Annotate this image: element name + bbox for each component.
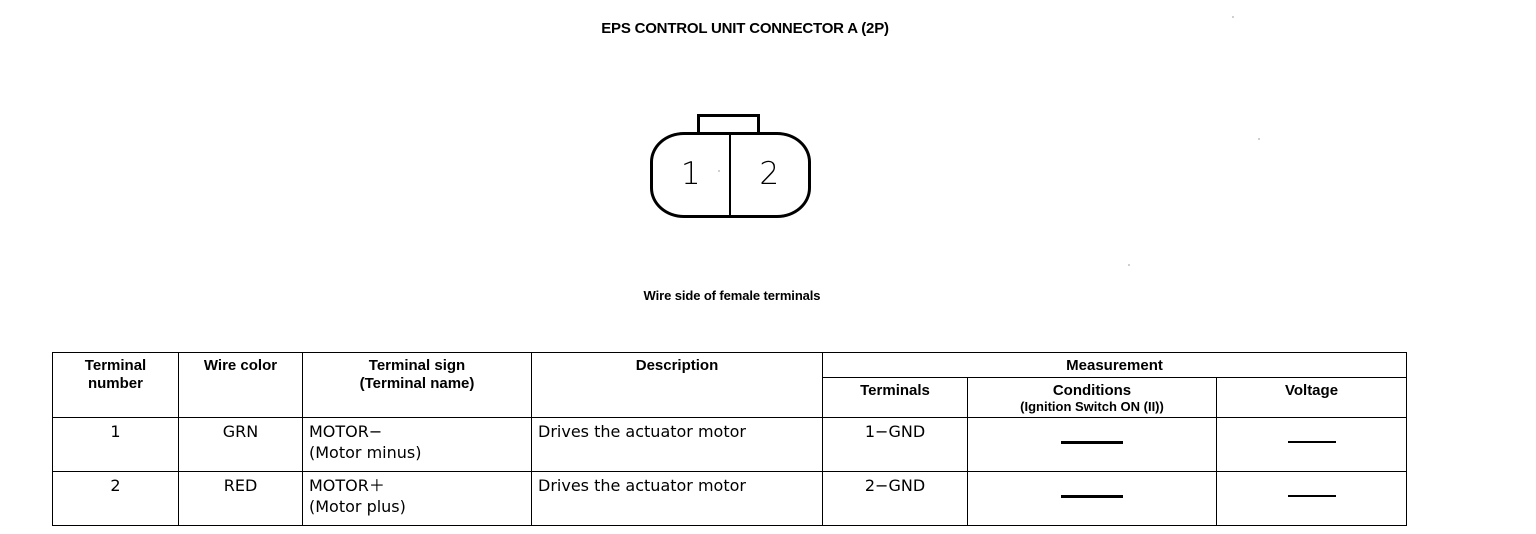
header-terminal-sign: Terminal sign (Terminal name) [302,352,532,418]
cell-wire-color: GRN [178,416,303,472]
cell-conditions [967,416,1217,472]
cell-terminal-number: 1 [52,416,179,472]
table-header-row-1: Terminal number Wire color Terminal sign… [52,352,1408,418]
cell-terminal-sign: MOTOR＋ (Motor plus) [302,470,532,526]
table-row: 1 GRN MOTOR− (Motor minus) Drives the ac… [52,416,1408,472]
header-terminal-number-line2: number [87,374,143,392]
header-voltage: Voltage [1215,376,1408,418]
header-terminal-number: Terminal number [52,352,179,418]
connector-pin-1: 1 [653,135,731,215]
connector-locking-tab [697,114,760,134]
cell-terminal-sign-value: MOTOR− [309,421,383,441]
table-head: Terminal number Wire color Terminal sign… [52,352,1408,418]
cell-terminal-sign-value: MOTOR＋ [309,475,385,495]
cell-terminal-sign: MOTOR− (Motor minus) [302,416,532,472]
header-wire-color: Wire color [178,352,303,418]
conditions-dash-mark [974,421,1210,452]
cell-terminal-name-value: (Motor plus) [309,497,406,517]
voltage-dash-mark [1223,421,1400,452]
cell-terminal-name-value: (Motor minus) [309,443,422,463]
cell-voltage [1215,470,1408,526]
cell-terminal-number: 2 [52,470,179,526]
connector-body: 1 2 [650,132,811,218]
header-conditions: Conditions (Ignition Switch ON (II)) [967,376,1217,418]
terminal-table: Terminal number Wire color Terminal sign… [52,352,1408,526]
header-conditions-line2: (Ignition Switch ON (II)) [1020,399,1164,415]
cell-description: Drives the actuator motor [531,470,823,526]
header-measurement: Measurement [821,352,1408,378]
scan-speckle [1128,264,1130,266]
cell-voltage [1215,416,1408,472]
scan-speckle [1232,16,1234,18]
conditions-dash-mark [974,475,1210,506]
header-conditions-line1: Conditions [1052,381,1132,399]
scan-speckle [718,170,720,172]
cell-description: Drives the actuator motor [531,416,823,472]
header-terminals: Terminals [822,376,968,418]
connector-pin-2: 2 [759,155,780,192]
scan-speckle [1258,138,1260,140]
cell-wire-color: RED [178,470,303,526]
header-terminal-sign-line2: (Terminal name) [359,374,475,392]
voltage-dash-mark [1223,475,1400,506]
figure-caption: Wire side of female terminals [643,288,821,303]
header-terminal-number-line1: Terminal [84,357,147,374]
table-row: 2 RED MOTOR＋ (Motor plus) Drives the act… [52,470,1408,526]
table-header-row-2: Terminals Conditions (Ignition Switch ON… [53,376,1408,418]
cell-terminals: 2−GND [822,470,968,526]
cell-conditions [967,470,1217,526]
table-body: 1 GRN MOTOR− (Motor minus) Drives the ac… [52,416,1408,526]
header-description: Description [531,352,823,418]
connector-diagram: 1 2 [646,110,816,222]
page-title: EPS CONTROL UNIT CONNECTOR A (2P) [601,20,889,37]
header-terminal-sign-line1: Terminal sign [368,357,466,374]
cell-terminals: 1−GND [822,416,968,472]
